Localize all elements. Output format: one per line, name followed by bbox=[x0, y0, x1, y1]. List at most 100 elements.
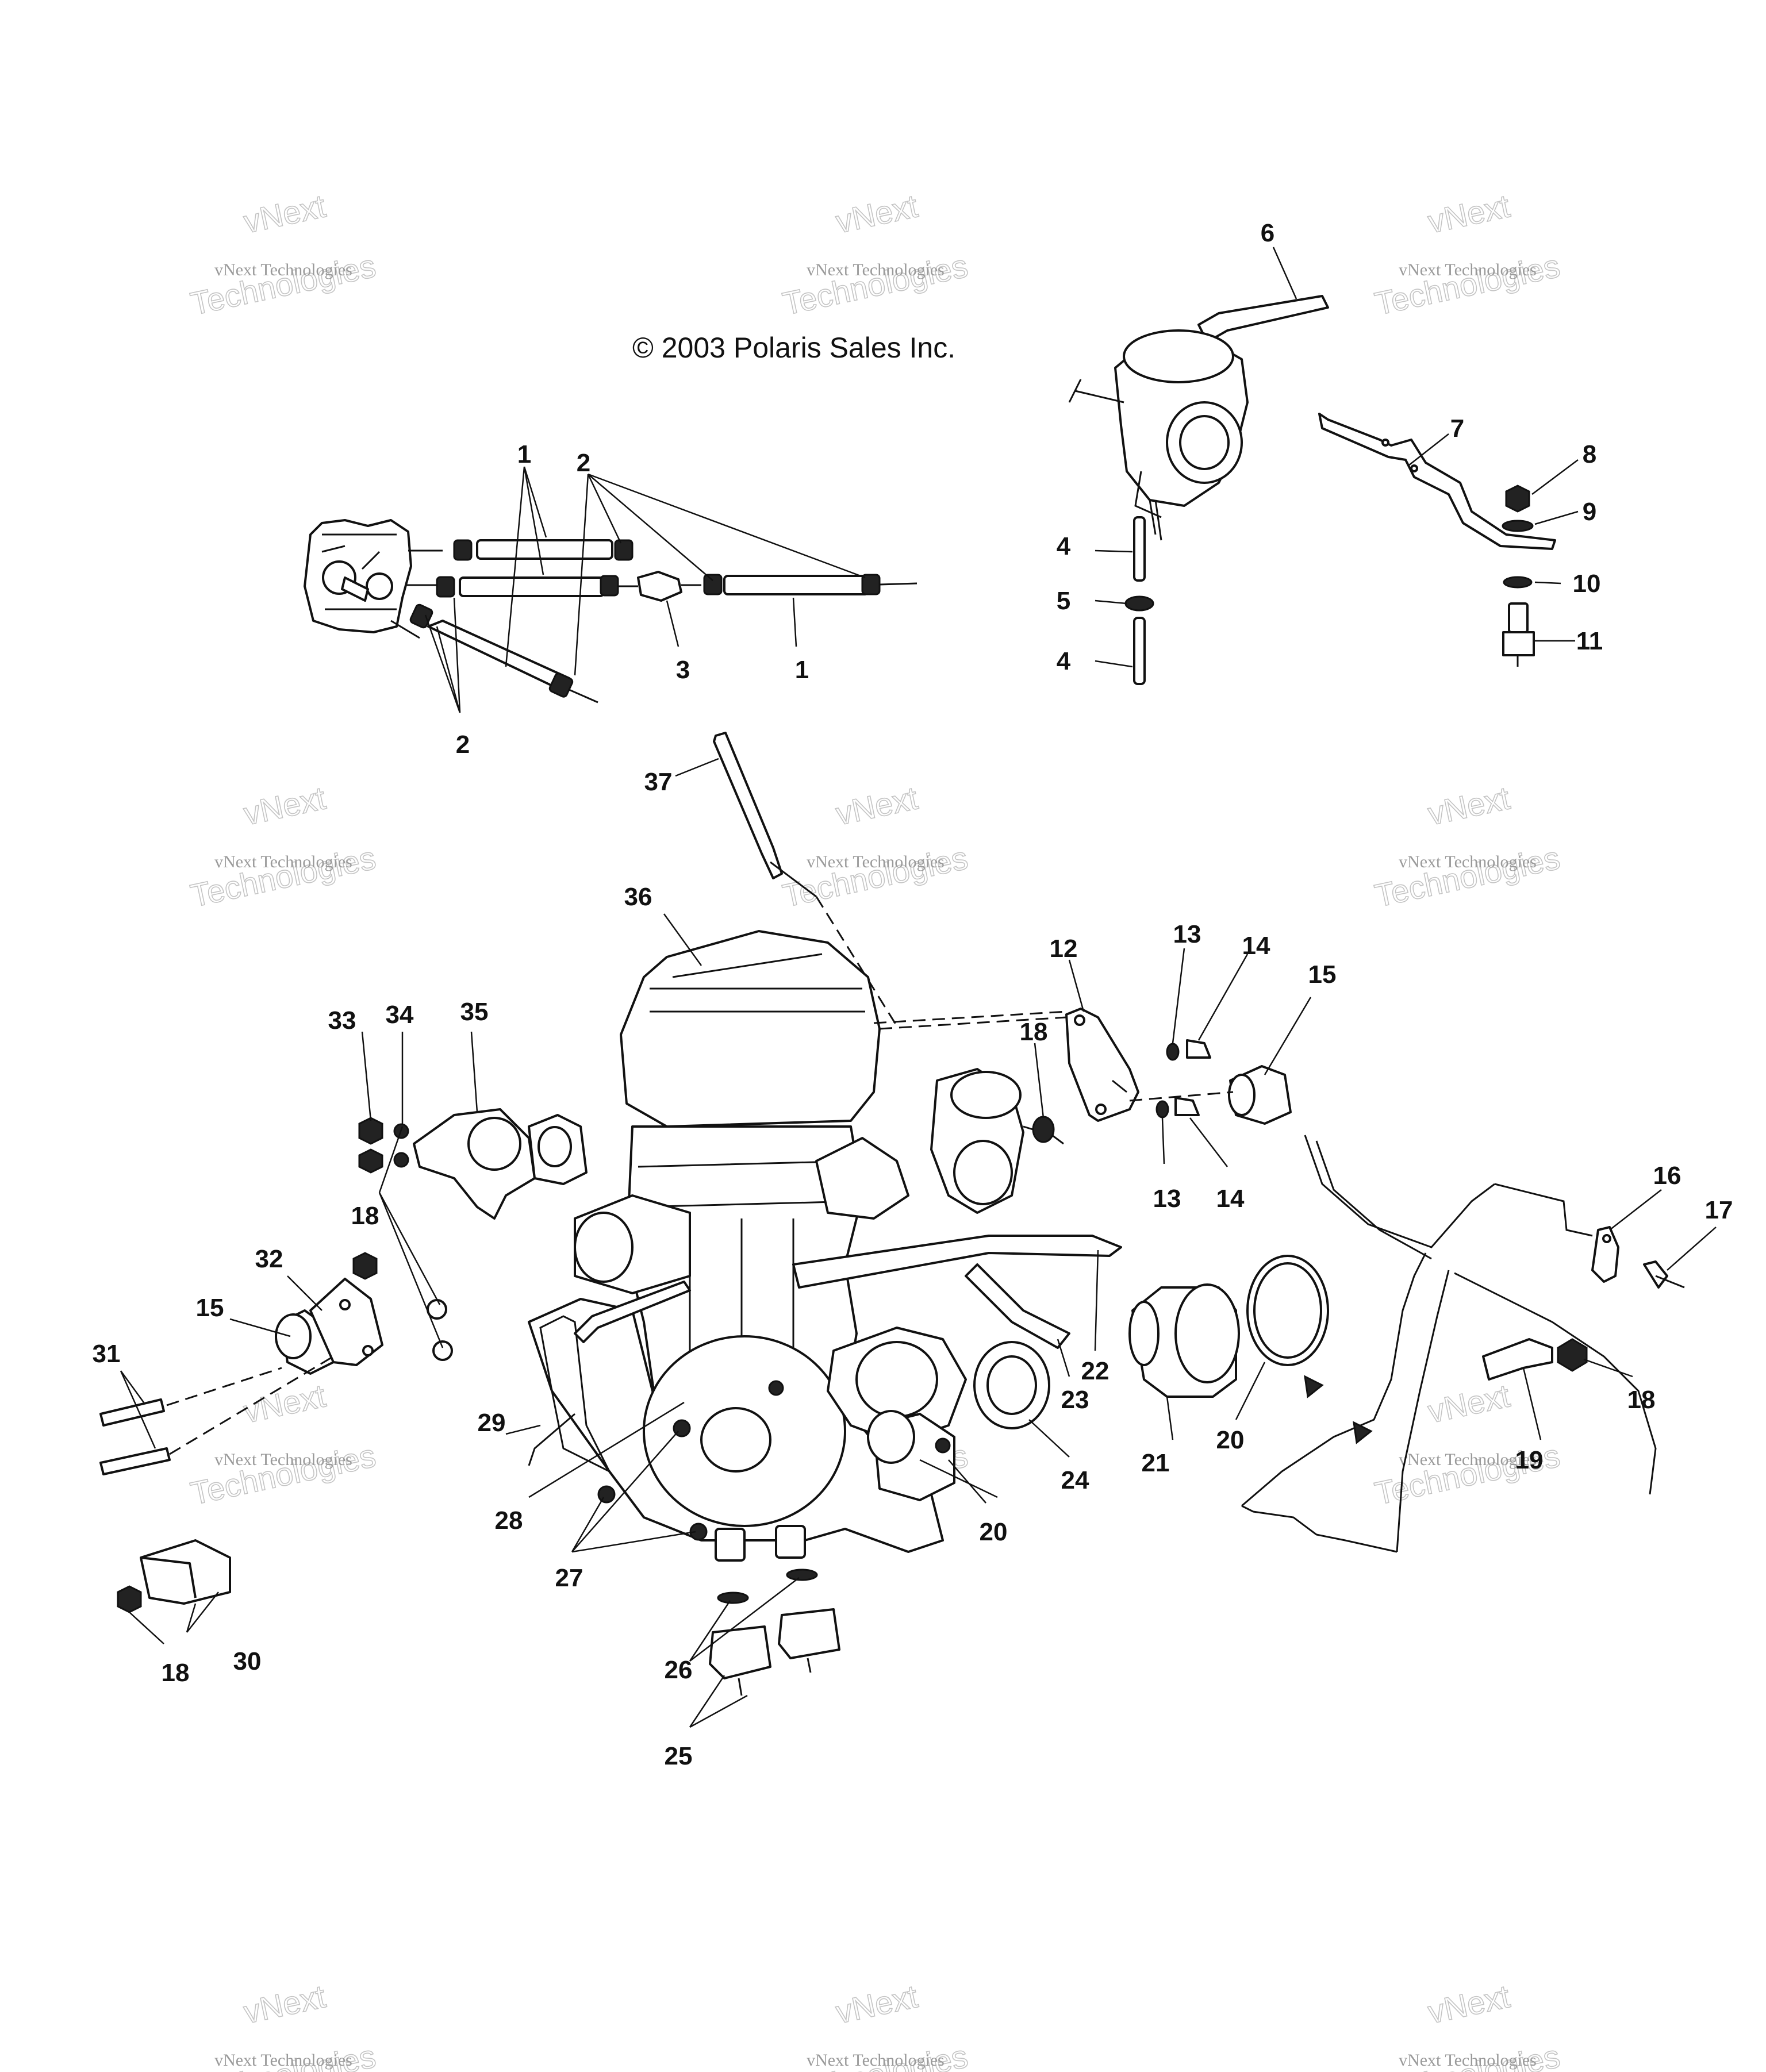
callout-13: 13 bbox=[1173, 920, 1201, 948]
callout-13: 13 bbox=[1153, 1185, 1181, 1213]
mount-bracket-7 bbox=[1318, 413, 1556, 667]
callout-14: 14 bbox=[1242, 932, 1270, 960]
watermark-caption: vNext Technologies bbox=[1399, 2051, 1537, 2070]
callout-35: 35 bbox=[460, 998, 489, 1026]
callout-20: 20 bbox=[1216, 1426, 1245, 1454]
callout-18: 18 bbox=[162, 1659, 190, 1687]
callout-8: 8 bbox=[1583, 440, 1596, 468]
callout-5: 5 bbox=[1057, 587, 1070, 615]
watermark-caption: vNext Technologies bbox=[214, 852, 352, 871]
watermark-word: Technologies bbox=[187, 839, 379, 914]
callout-32: 32 bbox=[255, 1245, 283, 1273]
leader-lines bbox=[120, 247, 1717, 1728]
thermostat-housing bbox=[358, 1108, 588, 1220]
callout-2: 2 bbox=[456, 731, 470, 759]
callout-14: 14 bbox=[1216, 1185, 1245, 1213]
watermark-word: Technologies bbox=[187, 247, 379, 322]
callout-2: 2 bbox=[577, 449, 590, 477]
callout-4: 4 bbox=[1057, 647, 1071, 675]
callout-25: 25 bbox=[665, 1742, 693, 1770]
callout-18: 18 bbox=[1627, 1386, 1656, 1414]
watermark-word: Technologies bbox=[780, 247, 971, 322]
callout-33: 33 bbox=[328, 1006, 356, 1035]
valve-cover bbox=[620, 930, 881, 1128]
watermark-word: Technologies bbox=[1372, 839, 1563, 914]
callout-22: 22 bbox=[1081, 1357, 1109, 1385]
watermark-caption: vNext Technologies bbox=[1399, 852, 1537, 871]
watermark-word: Technologies bbox=[1372, 247, 1563, 322]
watermark-caption: vNext Technologies bbox=[214, 260, 352, 279]
callout-3: 3 bbox=[676, 656, 690, 684]
callout-36: 36 bbox=[624, 883, 652, 911]
watermark-caption: vNext Technologies bbox=[807, 852, 945, 871]
watermark-word: vNext bbox=[1425, 187, 1513, 240]
watermark-word: vNext bbox=[832, 779, 921, 832]
fuel-line-assembly bbox=[304, 519, 917, 704]
watermark-word: Technologies bbox=[780, 839, 971, 914]
carburetor-assembly bbox=[1068, 295, 1329, 685]
watermark-word: vNext bbox=[1425, 779, 1513, 832]
watermark-word: vNext bbox=[1425, 1978, 1513, 2030]
watermark-caption: vNext Technologies bbox=[1399, 1450, 1537, 1469]
callout-16: 16 bbox=[1653, 1162, 1681, 1190]
watermark-word: vNext bbox=[240, 1978, 329, 2030]
copyright-text: © 2003 Polaris Sales Inc. bbox=[632, 332, 955, 364]
engine-block bbox=[528, 732, 1122, 1696]
callout-12: 12 bbox=[1050, 935, 1078, 963]
watermark-word: vNext bbox=[1425, 1377, 1513, 1429]
callout-18: 18 bbox=[1020, 1018, 1048, 1046]
callout-23: 23 bbox=[1061, 1386, 1089, 1414]
watermark-word: vNext bbox=[240, 187, 329, 240]
callout-10: 10 bbox=[1573, 570, 1601, 598]
watermark-caption: vNext Technologies bbox=[214, 2051, 352, 2070]
callout-1: 1 bbox=[795, 656, 809, 684]
fuel-pump bbox=[304, 519, 412, 633]
frame-section bbox=[1128, 1135, 1685, 1553]
watermark-word: vNext bbox=[832, 187, 921, 240]
callout-15: 15 bbox=[1308, 960, 1337, 989]
callout-17: 17 bbox=[1705, 1196, 1733, 1224]
callout-15: 15 bbox=[196, 1294, 224, 1322]
watermark-word: vNext bbox=[240, 779, 329, 832]
callout-21: 21 bbox=[1142, 1449, 1170, 1477]
callout-1: 1 bbox=[517, 440, 531, 468]
callout-9: 9 bbox=[1583, 498, 1596, 526]
callout-26: 26 bbox=[665, 1656, 693, 1684]
callout-31: 31 bbox=[93, 1340, 121, 1368]
watermark-caption: vNext Technologies bbox=[1399, 260, 1537, 279]
watermark-word: Technologies bbox=[187, 1437, 379, 1512]
watermark-caption: vNext Technologies bbox=[807, 260, 945, 279]
vent-hose bbox=[1197, 295, 1329, 343]
watermark-caption: vNext Technologies bbox=[214, 1450, 352, 1469]
rear-mount-assembly bbox=[873, 1008, 1292, 1125]
callout-labels: 1122344567891011121313141415151617181818… bbox=[93, 219, 1733, 1770]
callout-30: 30 bbox=[233, 1647, 262, 1675]
callout-7: 7 bbox=[1450, 414, 1464, 443]
callout-4: 4 bbox=[1057, 532, 1071, 560]
watermark-caption: vNext Technologies bbox=[807, 2051, 945, 2070]
callout-20: 20 bbox=[980, 1518, 1008, 1546]
callout-28: 28 bbox=[495, 1506, 523, 1535]
watermark-word: vNext bbox=[832, 1978, 921, 2030]
callout-24: 24 bbox=[1061, 1466, 1089, 1494]
callout-6: 6 bbox=[1261, 219, 1274, 247]
callout-34: 34 bbox=[386, 1001, 414, 1029]
callout-19: 19 bbox=[1515, 1446, 1544, 1474]
callout-18: 18 bbox=[351, 1202, 379, 1230]
callout-37: 37 bbox=[644, 768, 673, 796]
callout-27: 27 bbox=[555, 1564, 583, 1592]
front-mount-assembly bbox=[99, 1252, 453, 1613]
callout-29: 29 bbox=[478, 1409, 506, 1437]
callout-11: 11 bbox=[1576, 627, 1603, 655]
